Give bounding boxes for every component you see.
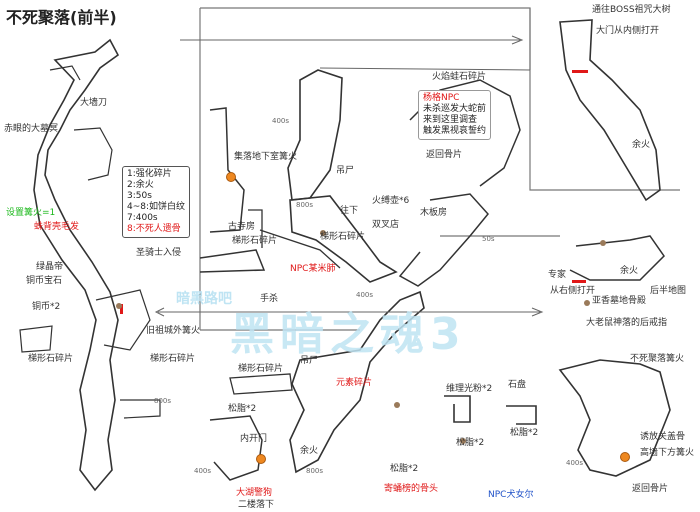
red-love-label: 寄蛹榜的骨头 [384,484,439,494]
from-right-label: 从右侧打开 [550,286,596,296]
cross-down-label: 手杀 [260,294,279,304]
inward-door-label: 内开门 [240,434,268,444]
cellar-bonfire-label: 集落地下室篝火 [234,152,298,162]
cliff-ember-label: 余火 [620,266,639,276]
cemetery-label: 亚香墓地骨殿 [592,296,647,306]
to-below-label: 往下 [340,206,359,216]
corpse-low-label: 吊尸 [300,356,319,366]
pine-x2-c-label: 松脂*2 [510,428,539,438]
item-marker [394,402,400,408]
bones-return-label: 返回骨片 [426,150,463,160]
legend-item: 8:不死人遗骨 [127,224,181,234]
watermark-side: 暗黑路吧 [176,291,232,307]
item-marker [584,300,590,306]
door-inside-label: 大门从内侧打开 [596,26,660,36]
pine-x2-d-label: 松脂*2 [390,464,419,474]
dragon-label: 专家 [548,270,567,280]
boss-road-label: 通往BOSS祖咒大树 [592,5,671,15]
pine-x2-label: 松脂*2 [228,404,257,414]
npc-rec-label: NPC某米肺 [290,264,336,274]
two-floor-label: 二楼落下 [238,500,275,510]
great-wall-label: 大墙刀 [80,98,108,108]
soul-bones-label: 诱放关盖骨 [640,432,686,442]
stand-800-label: 800s [154,397,172,405]
item-marker [600,240,606,246]
legend-item: 4~8:如饼白纹 [127,202,186,212]
npc-bonfire-area-label: 不死聚落篝火 [630,354,685,364]
legend-item: 1:强化碎片 [127,169,172,179]
corpse-label: 赤眼的大墓冥 [4,124,59,134]
legend-box: 1:强化碎片 2:余火 3:50s 4~8:如饼白纹 7:400s 8:不死人遗… [122,166,191,238]
after-map-label: 后半地图 [650,286,687,296]
stand-400-label: 400s [272,117,290,125]
red-sword-label: 元素碎片 [336,378,373,388]
wood-shelf-label: 木板房 [420,208,448,218]
stand-400-label: 400s [194,467,212,475]
page-title: 不死聚落(前半) [6,8,117,27]
return-bones-low-label: 返回骨片 [632,484,669,494]
watermark: 黑暗之魂3 [230,309,467,360]
item-marker [460,438,466,444]
titanite-mid-label: 梯形石碎片 [232,236,278,246]
room-west-label: 古寺房 [228,222,256,232]
high-bonfire-label: 高墙下方篝火 [640,448,695,458]
stand-50-label: 50s [482,235,495,243]
ember-right-label: 余火 [632,140,651,150]
npc-note-line: 触发黑视哀誓约 [423,126,487,136]
copper-coin-label: 铜币宝石 [26,276,63,286]
pine-x2-b-label: 松脂*2 [456,438,485,448]
titanite-low-label: 梯形石碎片 [238,364,284,374]
corpse-mid-label: 吊尸 [336,166,355,176]
green-bag-label: 绿晶帝 [36,262,64,272]
stone-box-label: 石盘 [508,380,527,390]
glove-box-label: 维理光粉*2 [446,384,493,394]
red-left-label: 蛛背壳毛发 [34,222,80,232]
copper-x2-label: 铜币*2 [32,302,61,312]
bonfire-green-label: 设置篝火=1 [6,208,56,218]
legend-item: 3:50s [127,191,152,201]
bonfire-icon [256,454,266,464]
titanite-mid2-label: 梯形石碎片 [320,232,366,242]
item-marker [116,303,122,309]
npc-note-box: 杨格NPC 未杀巡发大蛇前 来到这里调查 触发黑视哀誓约 [418,90,492,140]
red-fall-label: 大湖警狗 [236,488,273,498]
npc-note-line: 来到这里调查 [423,115,478,125]
npc-note-title: 杨格NPC [423,93,460,103]
ember-low-label: 余火 [300,446,319,456]
titanite-left2-label: 梯形石碎片 [150,354,196,364]
old-bonfire-label: 旧祖城外篝火 [146,326,201,336]
twin-floor-label: 双叉店 [372,220,400,230]
stand-800-label: 800s [306,467,324,475]
stand-800-label: 800s [296,201,314,209]
shrine-label: 大老鼠神落的后戒指 [586,318,668,328]
npc-note-line: 未杀巡发大蛇前 [423,104,487,114]
knight-entry-label: 圣骑士入侵 [136,248,182,258]
titanite-left-label: 梯形石碎片 [28,354,74,364]
fire-bonfire-label: 火焰蛙石碎片 [432,72,487,82]
fire-keeper-label: 火缚壶*6 [372,196,410,206]
legend-item: 7:400s [127,213,158,223]
stand-400-label: 400s [566,459,584,467]
legend-item: 2:余火 [127,180,154,190]
npc-blue-label: NPC犬女尔 [488,490,534,500]
item-marker [320,230,326,236]
bonfire-icon [620,452,630,462]
stand-400-label: 400s [356,291,374,299]
bonfire-icon [226,172,236,182]
